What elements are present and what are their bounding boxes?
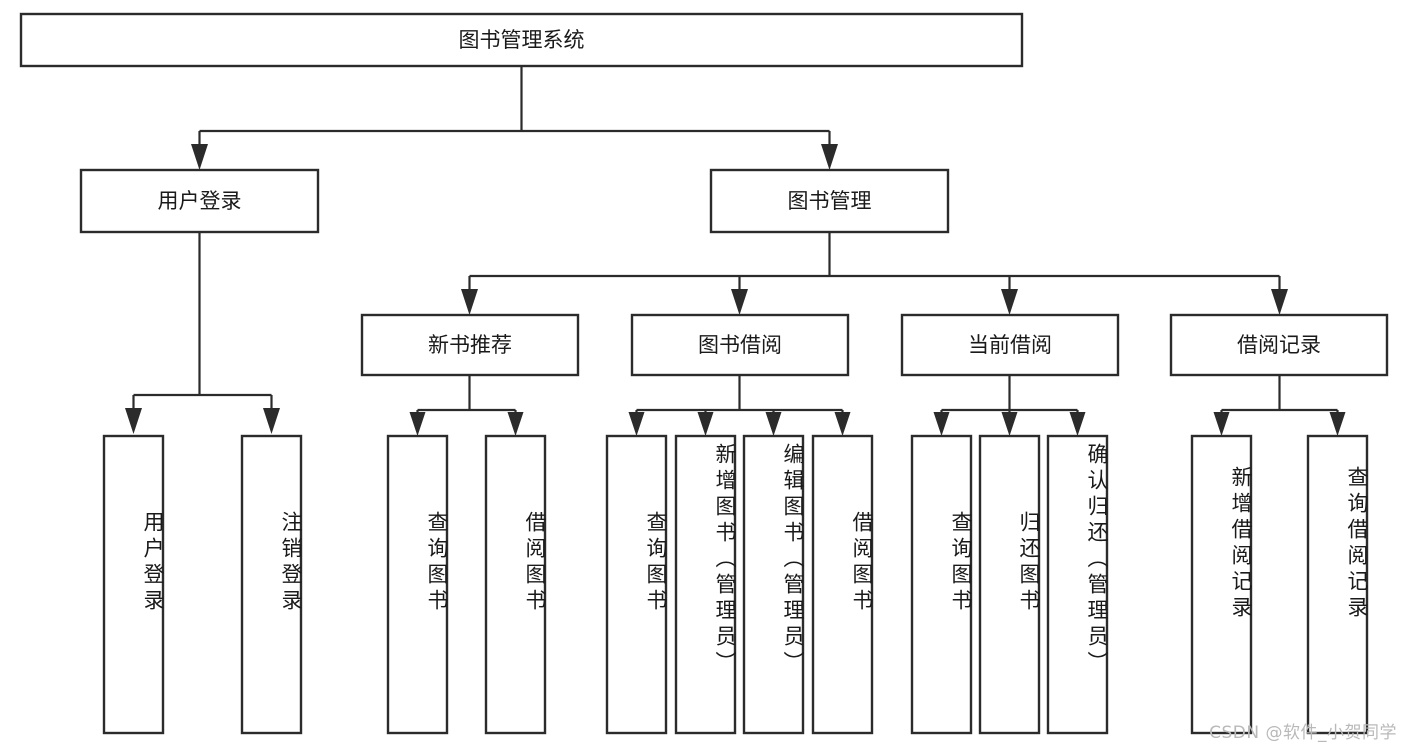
node-new-book-recommend-rect[interactable] (360, 313, 580, 377)
node-book-management-label: 图书管理 (788, 189, 872, 213)
node-borrow-records[interactable]: 借阅记录 (1169, 313, 1389, 377)
leaf-rect-query-book-3[interactable] (910, 434, 973, 735)
arrow-borrow-leaf3 (765, 412, 782, 436)
arrow-records-leaf2 (1329, 412, 1346, 436)
arrow-leaf-logout (263, 408, 280, 434)
node-book-management[interactable]: 图书管理 (709, 168, 950, 234)
node-root-label: 图书管理系统 (459, 28, 585, 52)
node-book-borrow-label: 图书借阅 (698, 333, 782, 357)
arrow-to-user-login (191, 144, 208, 170)
leaf-rect-query-record[interactable] (1306, 434, 1369, 735)
leaf-rect-add-record[interactable] (1190, 434, 1253, 735)
arrow-current-leaf2 (1001, 412, 1018, 436)
node-book-borrow-rect[interactable] (630, 313, 850, 377)
arrow-to-records (1271, 289, 1288, 315)
arrow-leaf-user-login (125, 408, 142, 434)
node-new-book-recommend[interactable]: 新书推荐 (360, 313, 580, 377)
arrow-current-leaf3 (1069, 412, 1086, 436)
node-root-rect[interactable] (19, 12, 1024, 68)
node-borrow-records-rect[interactable] (1169, 313, 1389, 377)
arrow-borrow-leaf1 (628, 412, 645, 436)
leaf-rect-edit-book[interactable] (742, 434, 805, 735)
arrow-newbook-leaf2 (507, 412, 524, 436)
arrow-newbook-leaf1 (409, 412, 426, 436)
node-new-book-recommend-label: 新书推荐 (428, 333, 512, 357)
leaf-rect-return-book[interactable] (978, 434, 1041, 735)
arrow-to-new-book (461, 289, 478, 315)
node-book-management-rect[interactable] (709, 168, 950, 234)
node-book-borrow[interactable]: 图书借阅 (630, 313, 850, 377)
leaf-rect-user-login[interactable] (102, 434, 165, 735)
leaf-rect-borrow-book-1[interactable] (484, 434, 547, 735)
leaf-rect-confirm-return[interactable] (1046, 434, 1109, 735)
node-borrow-records-label: 借阅记录 (1237, 333, 1321, 357)
leaf-rect-logout[interactable] (240, 434, 303, 735)
connector-layer (125, 66, 1346, 436)
leaf-rect-add-book[interactable] (674, 434, 737, 735)
node-current-borrow[interactable]: 当前借阅 (900, 313, 1120, 377)
node-current-borrow-rect[interactable] (900, 313, 1120, 377)
arrow-to-current (1001, 289, 1018, 315)
node-root[interactable]: 图书管理系统 (19, 12, 1024, 68)
node-layer: 图书管理系统 用户登录 图书管理 新书推荐 图书借阅 当前 (19, 12, 1389, 735)
arrow-current-leaf1 (933, 412, 950, 436)
node-current-borrow-label: 当前借阅 (968, 333, 1052, 357)
node-user-login-label: 用户登录 (158, 189, 242, 213)
leaf-rect-query-book-1[interactable] (386, 434, 449, 735)
arrow-to-borrow (731, 289, 748, 315)
arrow-to-book-mgmt (821, 144, 838, 170)
arrow-borrow-leaf4 (834, 412, 851, 436)
arrow-records-leaf1 (1213, 412, 1230, 436)
watermark-text: CSDN @软件_小贺同学 (1209, 723, 1397, 743)
leaf-rect-borrow-book-2[interactable] (811, 434, 874, 735)
node-user-login[interactable]: 用户登录 (79, 168, 320, 234)
leaf-rect-query-book-2[interactable] (605, 434, 668, 735)
arrow-borrow-leaf2 (697, 412, 714, 436)
node-user-login-rect[interactable] (79, 168, 320, 234)
